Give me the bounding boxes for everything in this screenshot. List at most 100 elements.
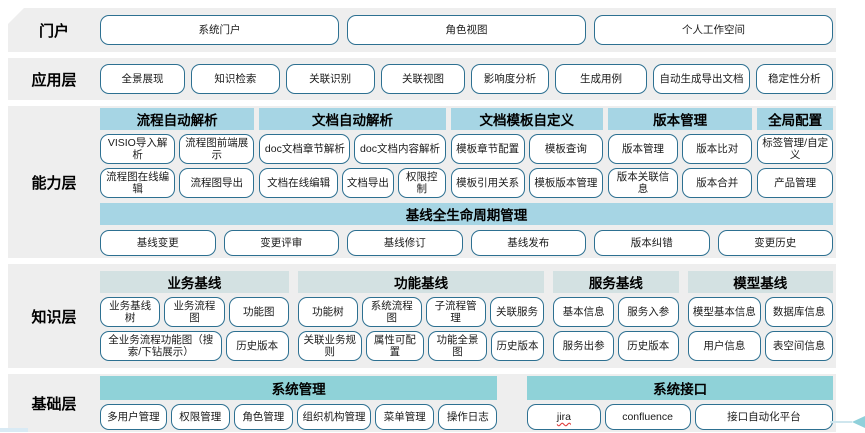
capability-item: 流程图在线编辑	[100, 168, 176, 199]
capability-group-header: 文档自动解析	[259, 107, 446, 130]
knowledge-item: 服务入参	[617, 296, 679, 327]
knowledge-item: 子流程管理	[425, 296, 486, 327]
capability-band-label: 能力层	[31, 174, 77, 192]
foundation-item: 接口自动化平台	[694, 404, 833, 430]
baseline-item: 基线发布	[470, 230, 586, 257]
foundation-item: 角色管理	[233, 404, 293, 430]
knowledge-item: 历史版本	[490, 331, 545, 362]
capability-item: 标签管理/自定义	[757, 133, 833, 164]
capability-group: 流程自动解析 VISIO导入解析 流程图前端展示 流程图在线编辑 流程图导出	[100, 107, 255, 199]
capability-group-header: 全局配置	[757, 107, 833, 130]
application-item: 关联视图	[380, 64, 466, 94]
application-band-content: 全景展现 知识检索 关联识别 关联视图 影响度分析 生成用例 自动生成导出文档 …	[100, 58, 836, 100]
capability-item: 版本合并	[682, 168, 753, 199]
application-item: 自动生成导出文档	[653, 64, 750, 94]
application-item: 关联识别	[285, 64, 375, 94]
portal-item: 角色视图	[347, 15, 586, 45]
knowledge-item: 属性可配置	[365, 331, 425, 362]
knowledge-group: 模型基线 模型基本信息 数据库信息 用户信息 表空间信息	[687, 270, 833, 362]
knowledge-item: 业务基线树	[100, 296, 161, 327]
portal-item: 个人工作空间	[594, 15, 833, 45]
knowledge-item: 用户信息	[687, 331, 762, 362]
capability-group: 文档模板自定义 模板章节配置 模板查询 模板引用关系 模板版本管理	[450, 107, 603, 199]
capability-item: 文档在线编辑	[259, 168, 338, 199]
knowledge-item: 历史版本	[617, 331, 679, 362]
knowledge-item: 功能树	[297, 296, 358, 327]
architecture-diagram: 门户 系统门户 角色视图 个人工作空间 应用层 全景展现 知识检索 关联识别 关…	[8, 8, 836, 432]
application-item: 稳定性分析	[755, 64, 833, 94]
arrow-head	[852, 416, 865, 428]
capability-group-header: 版本管理	[607, 107, 753, 130]
baseline-item: 变更历史	[717, 230, 833, 257]
knowledge-group-header: 模型基线	[687, 270, 833, 293]
knowledge-group: 功能基线 功能树 系统流程图 子流程管理 关联服务 关联业务规则 属性可配置 功…	[297, 270, 545, 362]
knowledge-group-header: 服务基线	[553, 270, 679, 293]
capability-item: 版本管理	[607, 133, 679, 164]
foundation-item: 操作日志	[438, 404, 498, 430]
knowledge-group: 服务基线 基本信息 服务入参 服务出参 历史版本	[553, 270, 679, 362]
capability-item: VISIO导入解析	[100, 133, 176, 164]
knowledge-item: 模型基本信息	[687, 296, 762, 327]
foundation-item-confluence: confluence	[604, 404, 691, 430]
capability-item: 流程图前端展示	[179, 133, 255, 164]
capability-item: 产品管理	[757, 168, 833, 199]
baseline-item: 基线变更	[100, 230, 216, 257]
capability-item: 文档导出	[341, 168, 394, 199]
knowledge-item: 全业务流程功能图（搜索/下钻展示）	[100, 331, 222, 362]
capability-item: 模板查询	[528, 133, 603, 164]
knowledge-item: 业务流程图	[164, 296, 225, 327]
knowledge-item: 系统流程图	[361, 296, 422, 327]
application-item: 生成用例	[554, 64, 648, 94]
foundation-group-header: 系统管理	[100, 376, 498, 400]
foundation-item-jira: jira	[527, 404, 601, 430]
capability-group: 全局配置 标签管理/自定义 产品管理	[757, 107, 833, 199]
knowledge-item: 历史版本	[225, 331, 289, 362]
capability-item: 版本比对	[682, 133, 753, 164]
application-item: 知识检索	[190, 64, 280, 94]
capability-item: 版本关联信息	[607, 168, 679, 199]
baseline-item: 基线修订	[347, 230, 463, 257]
foundation-item: 菜单管理	[375, 404, 435, 430]
foundation-group: 系统管理 多用户管理 权限管理 角色管理 组织机构管理 菜单管理 操作日志	[100, 376, 498, 430]
capability-item: 流程图导出	[179, 168, 255, 199]
portal-band: 门户 系统门户 角色视图 个人工作空间	[8, 8, 836, 52]
application-band-label: 应用层	[31, 71, 77, 89]
portal-item: 系统门户	[100, 15, 339, 45]
capability-item: 模板引用关系	[450, 168, 525, 199]
knowledge-group-header: 功能基线	[297, 270, 545, 293]
capability-item: doc文档内容解析	[354, 133, 446, 164]
capability-band-content: 流程自动解析 VISIO导入解析 流程图前端展示 流程图在线编辑 流程图导出 文…	[100, 106, 836, 258]
bottom-right-arrow-icon	[830, 416, 865, 428]
knowledge-item: 关联业务规则	[297, 331, 362, 362]
knowledge-item: 基本信息	[553, 296, 614, 327]
knowledge-band: 知识层 业务基线 业务基线树 业务流程图 功能图 全业务流程功能图（搜索/下钻展…	[8, 264, 836, 368]
foundation-item: 组织机构管理	[296, 404, 372, 430]
application-item: 影响度分析	[471, 64, 549, 94]
application-band: 应用层 全景展现 知识检索 关联识别 关联视图 影响度分析 生成用例 自动生成导…	[8, 58, 836, 100]
knowledge-group-header: 业务基线	[100, 270, 289, 293]
foundation-band-content: 系统管理 多用户管理 权限管理 角色管理 组织机构管理 菜单管理 操作日志 系统…	[100, 374, 836, 432]
foundation-item: 权限管理	[170, 404, 230, 430]
knowledge-group: 业务基线 业务基线树 业务流程图 功能图 全业务流程功能图（搜索/下钻展示） 历…	[100, 270, 289, 362]
foundation-group: 系统接口 jira confluence 接口自动化平台	[527, 376, 833, 430]
application-item: 全景展现	[100, 64, 185, 94]
capability-group: 版本管理 版本管理 版本比对 版本关联信息 版本合并	[607, 107, 753, 199]
portal-band-content: 系统门户 角色视图 个人工作空间	[100, 8, 836, 52]
foundation-band-label: 基础层	[31, 395, 77, 413]
baseline-item: 变更评审	[223, 230, 339, 257]
knowledge-item: 数据库信息	[765, 296, 833, 327]
knowledge-band-label: 知识层	[31, 308, 77, 326]
knowledge-item: 表空间信息	[765, 331, 833, 362]
knowledge-item: 功能图	[228, 296, 289, 327]
foundation-item: 多用户管理	[100, 404, 167, 430]
portal-band-label: 门户	[38, 22, 69, 40]
capability-item: 权限控制	[397, 168, 446, 199]
knowledge-item: 功能全景图	[428, 331, 487, 362]
knowledge-band-content: 业务基线 业务基线树 业务流程图 功能图 全业务流程功能图（搜索/下钻展示） 历…	[100, 264, 836, 368]
foundation-group-header: 系统接口	[527, 376, 833, 400]
foundation-band: 基础层 系统管理 多用户管理 权限管理 角色管理 组织机构管理 菜单管理 操作日…	[8, 374, 836, 432]
knowledge-item: 关联服务	[489, 296, 545, 327]
arrow-line	[830, 421, 852, 423]
capability-group: 文档自动解析 doc文档章节解析 doc文档内容解析 文档在线编辑 文档导出 权…	[259, 107, 446, 199]
capability-group-header: 流程自动解析	[100, 107, 255, 130]
